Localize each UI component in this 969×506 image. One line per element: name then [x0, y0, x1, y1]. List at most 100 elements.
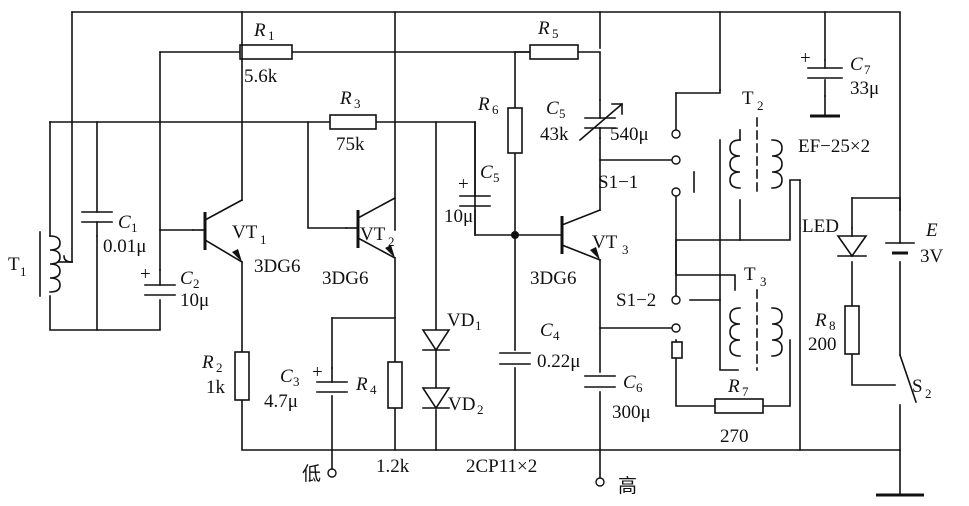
- resistor-r4: R 4 1.2k: [355, 361, 410, 477]
- svg-text:T: T: [8, 254, 20, 275]
- svg-text:R: R: [253, 20, 266, 41]
- terminal-high: 高: [595, 475, 637, 497]
- svg-text:200: 200: [808, 334, 837, 355]
- svg-text:10μ: 10μ: [180, 290, 209, 311]
- svg-text:7: 7: [864, 62, 871, 77]
- svg-text:C: C: [850, 54, 863, 75]
- resistor-r6: R 6: [477, 94, 523, 154]
- capacitor-c2: + C 2 10μ: [140, 264, 209, 311]
- svg-text:R: R: [814, 310, 827, 331]
- svg-text:5: 5: [559, 106, 566, 121]
- svg-text:5: 5: [493, 170, 500, 185]
- svg-text:+: +: [458, 174, 469, 195]
- transformer-t3: T 3: [729, 264, 783, 371]
- led-diode: LED: [802, 216, 868, 258]
- svg-text:低: 低: [302, 463, 321, 485]
- svg-text:0.01μ: 0.01μ: [103, 236, 146, 257]
- capacitor-c3: + C 3 4.7μ: [264, 362, 348, 412]
- svg-text:3DG6: 3DG6: [322, 268, 368, 289]
- svg-text:4.7μ: 4.7μ: [264, 391, 298, 412]
- svg-text:+: +: [140, 264, 151, 285]
- terminal-low: 低: [302, 463, 337, 485]
- resistor-r1: R 1 5.6k: [239, 20, 293, 87]
- capacitor-c7: + C 7 33μ: [800, 48, 879, 118]
- svg-text:2: 2: [477, 402, 484, 417]
- svg-text:R: R: [477, 94, 490, 115]
- svg-text:+: +: [312, 362, 323, 383]
- svg-text:270: 270: [720, 426, 749, 447]
- svg-text:C: C: [546, 98, 559, 119]
- svg-text:3DG6: 3DG6: [530, 268, 576, 289]
- svg-text:0.22μ: 0.22μ: [537, 351, 580, 372]
- svg-text:高: 高: [618, 475, 637, 497]
- svg-text:1: 1: [131, 220, 138, 235]
- svg-text:1: 1: [475, 318, 482, 333]
- svg-text:33μ: 33μ: [850, 78, 879, 99]
- svg-text:5.6k: 5.6k: [244, 66, 278, 87]
- resistor-r3: R 3 75k: [329, 88, 377, 155]
- wires: [49, 11, 924, 497]
- svg-text:2: 2: [193, 276, 200, 291]
- junction-dot: [511, 231, 519, 239]
- svg-text:VT: VT: [592, 232, 618, 253]
- svg-text:C: C: [480, 162, 493, 183]
- svg-text:3V: 3V: [920, 246, 944, 267]
- svg-text:43k: 43k: [540, 124, 569, 145]
- svg-text:C: C: [280, 366, 293, 387]
- capacitor-c6: C 6 300μ: [584, 372, 651, 423]
- svg-text:1k: 1k: [206, 377, 226, 398]
- svg-text:LED: LED: [802, 216, 839, 237]
- svg-text:3: 3: [293, 374, 300, 389]
- svg-text:S: S: [912, 376, 923, 397]
- svg-text:4: 4: [370, 382, 377, 397]
- switch-s2: S 2: [898, 353, 932, 404]
- svg-text:EF−25×2: EF−25×2: [798, 136, 870, 157]
- switch-s1-2: S1−2: [616, 290, 683, 359]
- svg-text:6: 6: [492, 102, 499, 117]
- svg-text:VT: VT: [232, 222, 258, 243]
- svg-text:75k: 75k: [336, 134, 365, 155]
- svg-text:3DG6: 3DG6: [254, 256, 300, 277]
- diode-type-label: 2CP11×2: [466, 456, 537, 477]
- svg-text:4: 4: [553, 328, 560, 343]
- svg-text:300μ: 300μ: [612, 402, 651, 423]
- resistor-r8: R 8 200: [808, 305, 860, 355]
- svg-text:2: 2: [216, 360, 223, 375]
- svg-text:C: C: [180, 268, 193, 289]
- resistor-r7: R 7 270: [714, 376, 764, 447]
- resistor-r2: R 2 1k: [201, 351, 250, 401]
- svg-text:1: 1: [268, 28, 275, 43]
- svg-text:3: 3: [622, 242, 629, 257]
- svg-text:C: C: [118, 212, 131, 233]
- transformer-t1: T 1: [8, 231, 73, 297]
- svg-text:S1−2: S1−2: [616, 290, 656, 311]
- svg-text:2: 2: [925, 386, 932, 401]
- svg-text:R: R: [537, 18, 550, 39]
- svg-text:6: 6: [636, 380, 643, 395]
- svg-text:7: 7: [742, 384, 749, 399]
- diode-vd1: VD 1: [421, 310, 482, 352]
- svg-text:1: 1: [260, 232, 267, 247]
- capacitor-c1: C 1 0.01μ: [81, 211, 146, 257]
- svg-text:R: R: [201, 352, 214, 373]
- svg-text:VT: VT: [360, 224, 386, 245]
- svg-text:10μ: 10μ: [444, 206, 473, 227]
- svg-text:VD: VD: [447, 310, 474, 331]
- svg-text:2: 2: [757, 98, 764, 113]
- svg-text:R: R: [339, 88, 352, 109]
- transistor-vt1: VT 1 3DG6: [192, 11, 300, 277]
- capacitor-c4: C 4 0.22μ: [499, 320, 580, 372]
- resistor-r5: R 5: [529, 18, 579, 60]
- svg-text:VD: VD: [448, 394, 475, 415]
- svg-text:3: 3: [354, 96, 361, 111]
- svg-text:5: 5: [552, 26, 559, 41]
- svg-text:S1−1: S1−1: [598, 172, 638, 193]
- svg-text:R: R: [727, 376, 740, 397]
- diode-vd2: VD 2: [421, 349, 484, 417]
- svg-text:2: 2: [388, 234, 395, 249]
- svg-text:T: T: [744, 264, 756, 285]
- switch-s1-1: S1−1: [598, 129, 695, 197]
- svg-text:8: 8: [829, 318, 836, 333]
